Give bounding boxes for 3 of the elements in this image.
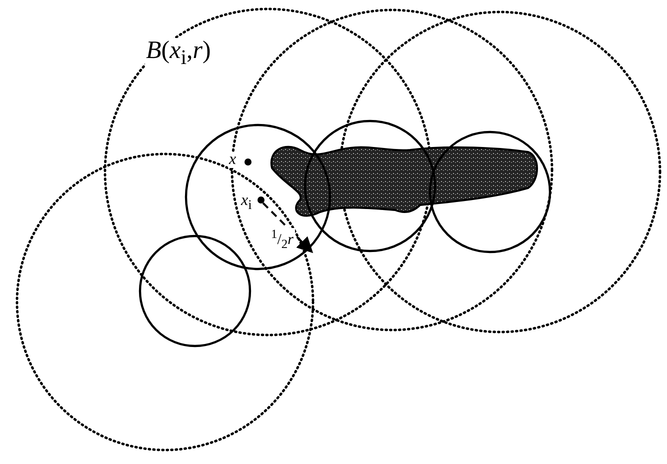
math-label: B(x$_{i}$,r) [145,38,212,68]
math-label: x [228,152,238,168]
math-label: $^{1}$/$_{2}$r [270,228,295,250]
